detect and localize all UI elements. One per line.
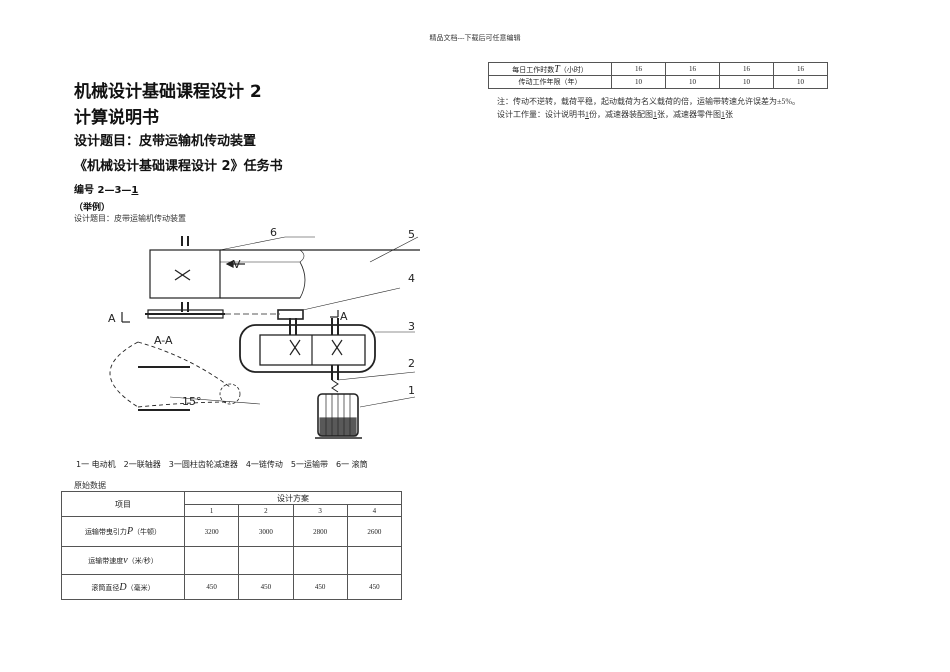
part-number-3: 3 [408,320,415,333]
cell: 16 [773,62,828,76]
cell: 10 [611,75,666,89]
example-label: （举例） [74,203,111,213]
title-line-1: 机械设计基础课程设计 2 [74,82,262,102]
cell: 10 [719,75,774,89]
work-conditions-table: 每日工作时数T（小时） 16 16 16 16 传动工作年限（年） 10 10 … [488,62,828,89]
legend-item-belt: 5一运输带 [290,460,329,469]
table-row: 运输带速度v（米/秒） [61,546,403,575]
table-row: 运输带曳引力P（牛顿） 3200 3000 2800 2600 [61,516,403,547]
cell: 10 [773,75,828,89]
drum-shape [149,249,221,299]
row-label: 运输带速度v（米/秒） [61,546,185,575]
cell: 450 [238,574,294,600]
part-number-5: 5 [408,228,415,241]
legend-item-motor: 1一 电动机 [76,460,116,469]
legend-item-drum: 6一 滚筒 [336,460,368,469]
note-line-2: 设计工作量：设计说明书1份，减速器装配图1张，减速器零件图1张 [497,110,733,119]
section-mark-a-right: A [340,310,348,323]
angle-label: 15° [182,395,202,408]
cell: 2600 [346,516,403,547]
plan-header-2: 2 [238,504,294,517]
row-label: 运输带曳引力P（牛顿） [61,516,185,547]
cell: 3200 [183,516,240,547]
plan-header-1: 1 [183,504,240,517]
cell: 10 [665,75,720,89]
legend-item-reducer: 3一圆柱齿轮减速器 [168,460,238,469]
plan-header-4: 4 [346,504,403,517]
plan-header-3: 3 [292,504,348,517]
title-line-2: 计算说明书 [74,108,159,128]
legend-item-chain: 4一链传动 [245,460,283,469]
serial-number: 编号 2—3—1 [74,181,138,196]
velocity-label: V [233,258,241,271]
cell: 2800 [292,516,348,547]
table-row: 滚筒直径D（毫米） 450 450 450 450 [61,574,403,600]
legend-item-coupling: 2一联轴器 [123,460,161,469]
table-row: 每日工作时数T（小时） 16 16 16 16 [488,62,828,76]
design-topic-heading: 设计题目：皮带运输机传动装置 [74,134,257,149]
part-number-6: 6 [270,226,277,239]
serial-value: 1 [131,185,139,196]
header-item: 项目 [61,491,185,517]
serial-prefix: 编号 2—3— [74,185,132,196]
cell [292,546,348,575]
note-line-1: 注：传动不逆转，载荷平稳，起动载荷为名义载荷的倍，运输带转速允许误差为±5%。 [497,97,801,106]
cell: 16 [611,62,666,76]
cell: 16 [719,62,774,76]
table-row: 传动工作年限（年） 10 10 10 10 [488,75,828,89]
cell: 450 [346,574,403,600]
cell: 16 [665,62,720,76]
cell [238,546,294,575]
section-label: A-A [154,334,173,347]
cell: 3000 [238,516,294,547]
section-mark-a-left: A [108,312,116,325]
cell [183,546,240,575]
task-heading: 《机械设计基础课程设计 2》任务书 [74,159,283,174]
conveyor-drive-diagram: 6 5 4 3 2 1 V A A A-A 15° [108,226,420,439]
design-topic-small: 设计题目：皮带运输机传动装置 [74,214,186,223]
figure-legend: 1一 电动机 2一联轴器 3一圆柱齿轮减速器 4一链传动 5一运输带 6一 滚筒 [76,459,368,470]
cell: 450 [292,574,348,600]
part-number-4: 4 [408,272,415,285]
row-label: 滚筒直径D（毫米） [61,574,185,600]
part-number-2: 2 [408,357,415,370]
design-data-table: 项目 设计方案 1 2 3 4 运输带曳引力P（牛顿） 3200 3000 28… [61,491,403,600]
raw-data-label: 原始数据 [74,481,106,490]
part-number-1: 1 [408,384,415,397]
cell [346,546,403,575]
header-plan: 设计方案 [184,491,402,505]
cell: 450 [183,574,240,600]
row-label: 每日工作时数T（小时） [488,62,612,76]
header-note: 精品文档---下载后可任意编辑 [429,34,521,42]
row-label: 传动工作年限（年） [488,75,612,89]
